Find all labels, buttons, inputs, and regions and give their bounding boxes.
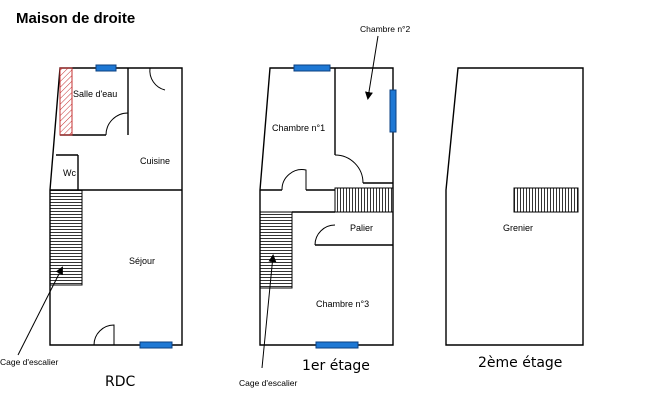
etage1-door-ch1 [281, 169, 307, 191]
etage1-floor-label: 1er étage [302, 358, 370, 374]
page-title: Maison de droite [16, 10, 135, 27]
etage1-room-chambre1: Chambre n°1 [272, 123, 325, 133]
rdc-room-wc: Wc [63, 168, 76, 178]
plan-etage1: Chambre n°1 Chambre n°2 Palier Chambre n… [239, 24, 410, 388]
etage1-room-chambre3: Chambre n°3 [316, 299, 369, 309]
etage1-ch2-arrow [365, 35, 379, 100]
etage1-window-top [293, 64, 331, 72]
etage1-room-palier: Palier [350, 223, 373, 233]
rdc-outer-wall [49, 67, 183, 346]
etage1-window-right [389, 89, 397, 133]
etage2-stairs [513, 187, 579, 213]
rdc-door-bath [105, 112, 129, 136]
plan-rdc: Salle d'eau Cuisine Wc Séjour Cage d'esc… [0, 64, 183, 390]
rdc-room-sejour: Séjour [129, 256, 155, 266]
etage1-stairs [259, 211, 293, 289]
rdc-stair-label: Cage d'escalier [0, 357, 58, 367]
rdc-chimney [59, 67, 73, 136]
rdc-floor-label: RDC [105, 374, 136, 390]
etage2-outer-wall [445, 67, 584, 346]
etage1-stair-label: Cage d'escalier [239, 378, 297, 388]
rdc-stair-arrow [17, 266, 63, 356]
rdc-door-top [149, 67, 166, 91]
etage2-room-grenier: Grenier [503, 223, 533, 233]
rdc-window-bottom [139, 341, 173, 349]
etage1-window-bottom [315, 341, 359, 349]
etage1-door-ch3 [314, 224, 336, 246]
rdc-window-top [95, 64, 117, 72]
etage1-room-chambre2: Chambre n°2 [360, 24, 410, 34]
plan-etage2: Grenier 2ème étage [445, 67, 584, 371]
rdc-stairs [49, 189, 83, 286]
etage2-floor-label: 2ème étage [478, 355, 562, 371]
rdc-room-cuisine: Cuisine [140, 156, 170, 166]
etage1-stairs-up [334, 187, 394, 213]
rdc-door-entry [93, 324, 115, 346]
etage1-stair-arrow [261, 254, 277, 369]
rdc-room-salle-deau: Salle d'eau [73, 89, 117, 99]
etage1-door-ch2 [334, 154, 364, 184]
